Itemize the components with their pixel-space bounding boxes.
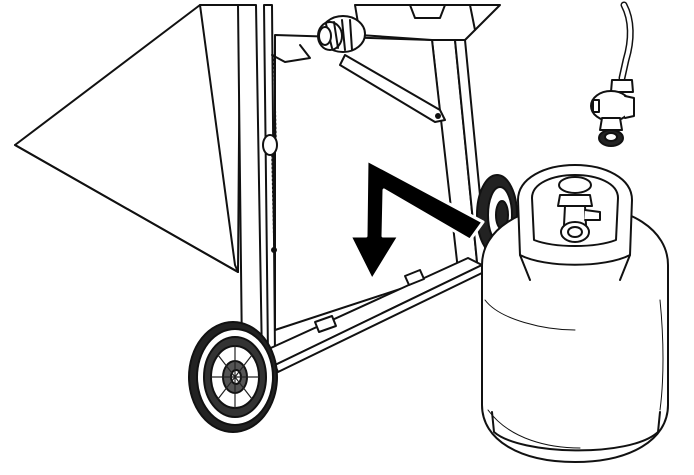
propane-tank-icon — [481, 164, 669, 463]
down-arrow-icon — [348, 158, 485, 282]
wheel-icon — [188, 321, 278, 433]
control-panel — [354, 4, 501, 41]
igniter-wire — [262, 44, 311, 253]
gas-regulator-icon — [590, 1, 635, 147]
side-shelf — [14, 4, 241, 273]
cart-frame — [237, 4, 488, 373]
control-knob-icon — [317, 15, 366, 53]
